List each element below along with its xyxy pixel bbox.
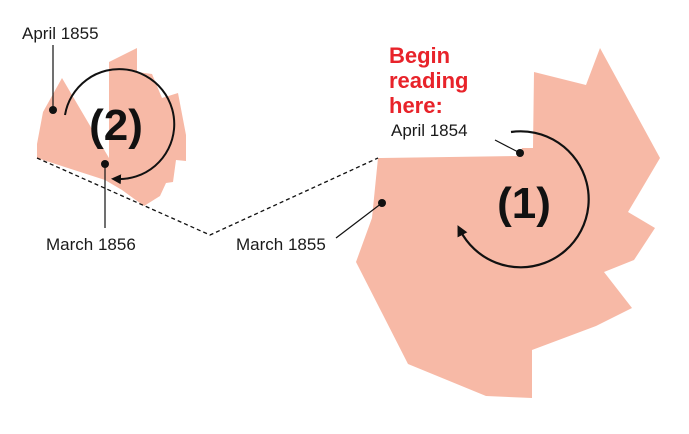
rose-2-start-label: April 1855 [22,24,99,43]
rose-1-wedges [356,48,660,398]
callout-line-3: here: [389,93,443,118]
rose-1-end-leader [335,202,383,239]
rose-2-end-label: March 1856 [46,235,136,254]
rose-1-start-leader [494,139,521,154]
rose-diagram-2: (2) April 1855 March 1856 [22,24,186,254]
rose-diagram-1: (1) April 1854 March 1855 [236,48,660,398]
rose-2-wedges [37,48,186,206]
rose-1-start-label: April 1854 [391,121,468,140]
callout-line-2: reading [389,68,468,93]
rose-1-end-label: March 1855 [236,235,326,254]
begin-reading-callout: Begin reading here: [389,43,468,118]
callout-line-1: Begin [389,43,450,68]
rose-1-reading-arrow [457,130,590,269]
rose-2-number-label: (2) [89,101,143,150]
rose-1-number-label: (1) [497,179,551,228]
rose-2-reading-arrow [64,68,176,185]
connector-dashed-line [36,157,379,236]
